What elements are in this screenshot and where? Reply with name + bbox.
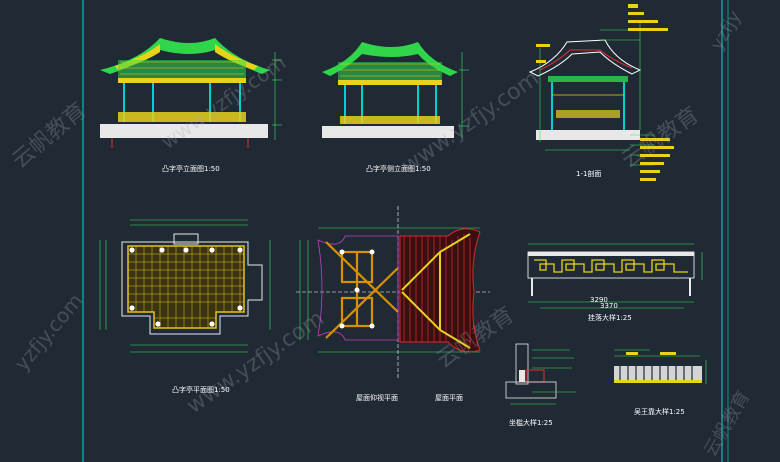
label-side-elevation: 凸字亭侧立面图1:50 <box>366 165 431 173</box>
dim-hang-outer: 3370 <box>600 302 618 310</box>
label-bench-detail: 吴王靠大样1:25 <box>634 408 685 416</box>
plinth-detail-drawing[interactable] <box>505 343 576 405</box>
plan-drawing[interactable] <box>99 219 271 353</box>
plan-grid <box>128 246 244 328</box>
bench-detail-drawing[interactable] <box>614 349 707 384</box>
label-roof-reflected-plan: 屋面仰视平面 <box>356 394 398 402</box>
label-hanging-detail: 挂落大样1:25 <box>588 314 632 322</box>
front-elevation-drawing[interactable] <box>100 38 282 148</box>
label-front-elevation: 凸字亭立面图1:50 <box>162 165 220 173</box>
label-plan: 凸字亭平面图1:50 <box>172 386 230 394</box>
label-section: 1-1剖面 <box>576 170 602 178</box>
fret-pattern <box>534 259 688 273</box>
roof-plan-drawing[interactable] <box>296 206 490 380</box>
section-drawing[interactable] <box>528 4 674 181</box>
hanging-detail-drawing[interactable] <box>527 243 703 309</box>
side-elevation-drawing[interactable] <box>322 42 469 138</box>
label-roof-plan: 屋面平面 <box>435 394 463 402</box>
dim-hang-inner: 3290 <box>590 296 608 304</box>
label-plinth-detail: 坐槛大样1:25 <box>509 419 553 427</box>
